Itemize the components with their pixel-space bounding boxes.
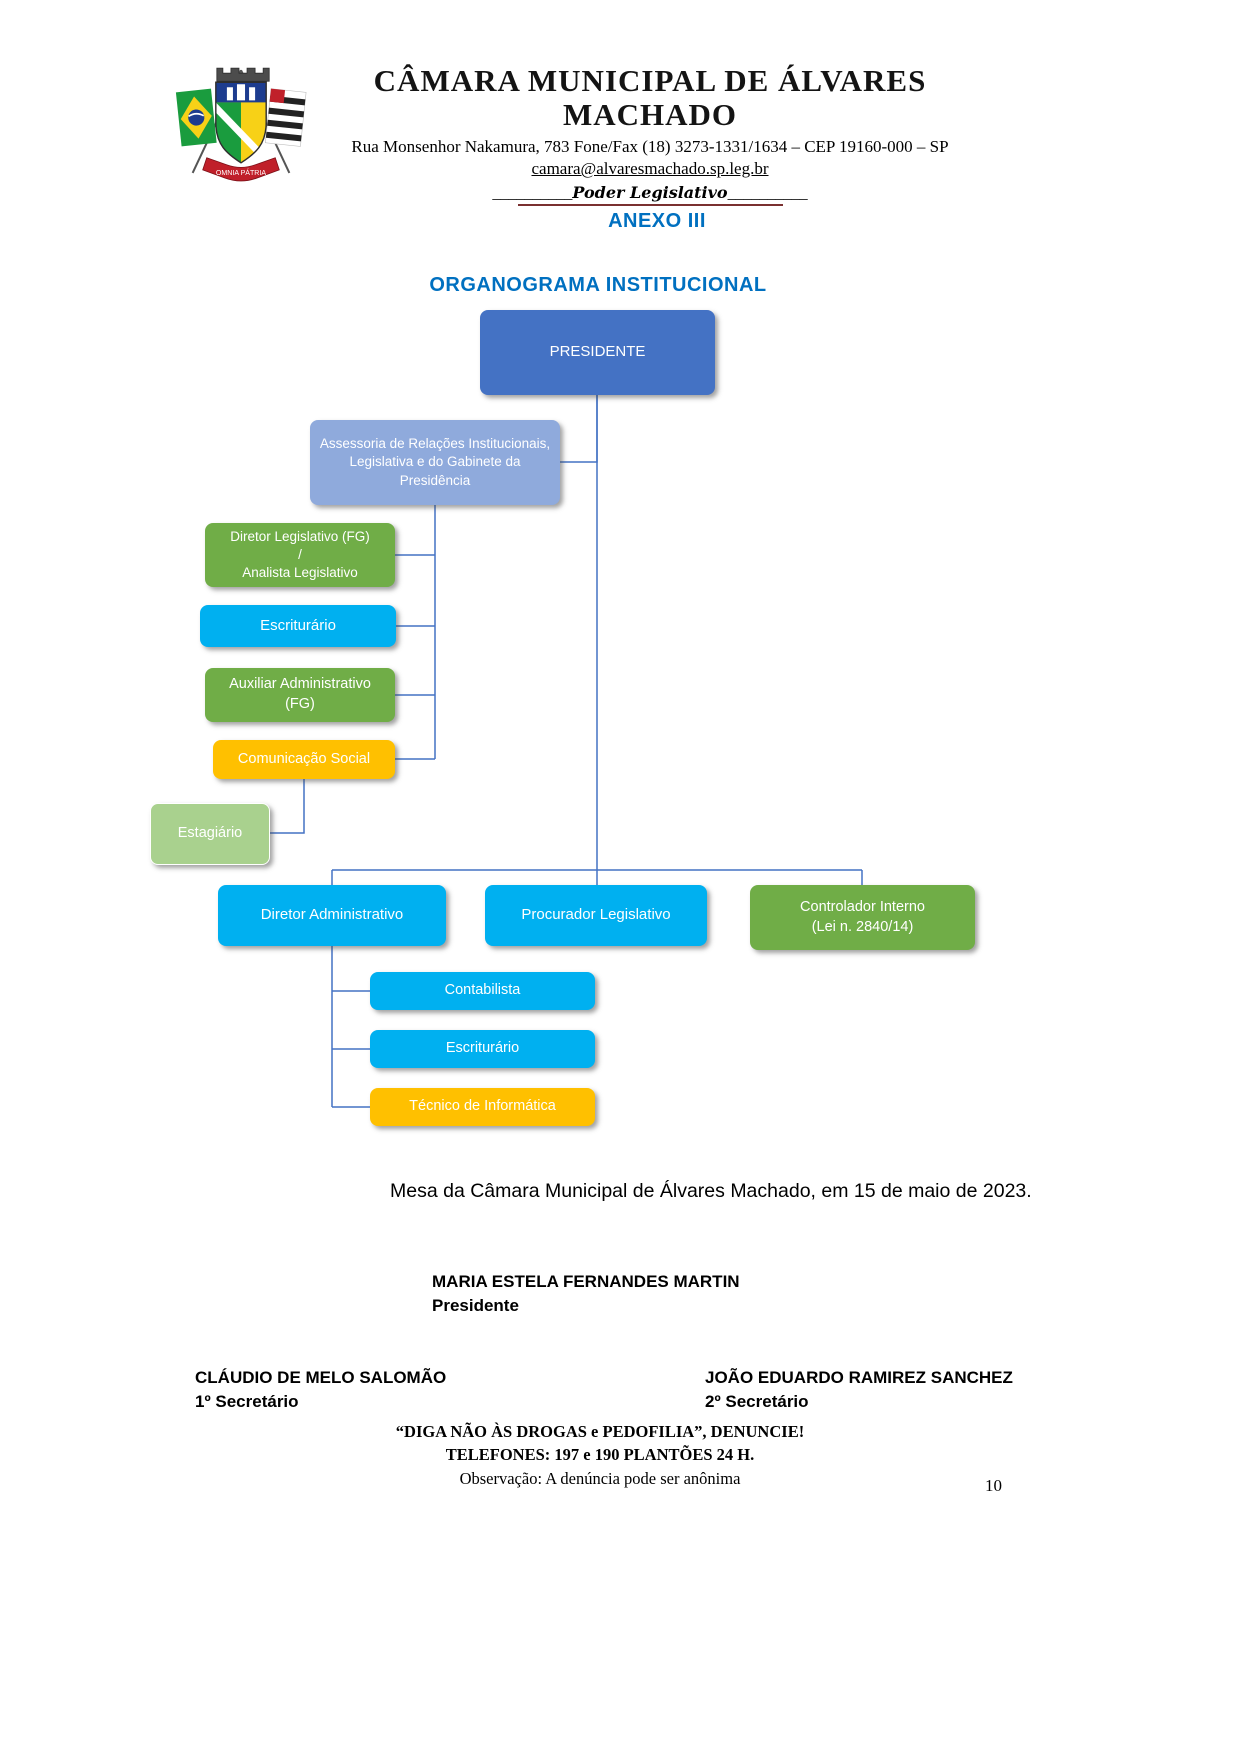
signature-first-secretary-role: 1º Secretário	[195, 1391, 299, 1411]
motto-text: Poder Legislativo	[572, 183, 728, 203]
org-node-escriturario-2: Escriturário	[370, 1030, 595, 1068]
signature-second-secretary-role: 2º Secretário	[705, 1391, 809, 1411]
org-node-contabilista: Contabilista	[370, 972, 595, 1010]
footer-line-2: TELEFONES: 197 e 190 PLANTÕES 24 H.	[445, 1445, 755, 1465]
org-node-estagiario: Estagiário	[150, 803, 270, 865]
org-chart: PRESIDENTE Assessoria de Relações Instit…	[0, 300, 1240, 1180]
org-node-escriturario-1: Escriturário	[200, 605, 396, 647]
org-node-assessoria: Assessoria de Relações Institucionais, L…	[310, 420, 560, 505]
org-node-diretor-administrativo: Diretor Administrativo	[218, 885, 446, 946]
signature-first-secretary-name: CLÁUDIO DE MELO SALOMÃO	[195, 1368, 447, 1387]
coat-of-arms-graphic: OMNIA PÁTRIA	[175, 67, 307, 182]
org-connector-lines	[270, 395, 863, 1108]
footer-line-1: “DIGA NÃO ÀS DROGAS e PEDOFILIA”, DENUNC…	[395, 1422, 805, 1441]
signature-president: MARIA ESTELA FERNANDES MARTIN Presidente	[432, 1270, 740, 1318]
header-divider	[517, 204, 783, 207]
signature-second-secretary-name: JOÃO EDUARDO RAMIREZ SANCHEZ	[705, 1368, 1013, 1387]
letterhead-text: CÂMARA MUNICIPAL DE ÁLVARES MACHADO Rua …	[315, 63, 985, 207]
annex-title: ANEXO III	[608, 210, 706, 232]
org-node-comunicacao-social: Comunicação Social	[213, 740, 395, 779]
org-node-procurador-legislativo: Procurador Legislativo	[485, 885, 707, 946]
right-flag	[265, 88, 307, 147]
page-footer: “DIGA NÃO ÀS DROGAS e PEDOFILIA”, DENUNC…	[0, 1420, 1200, 1490]
orgchart-title: ORGANOGRAMA INSTITUCIONAL	[429, 274, 767, 296]
org-node-diretor-legislativo: Diretor Legislativo (FG) / Analista Legi…	[205, 523, 395, 587]
signature-first-secretary: CLÁUDIO DE MELO SALOMÃO 1º Secretário	[195, 1366, 446, 1414]
signature-president-name: MARIA ESTELA FERNANDES MARTIN	[432, 1272, 740, 1291]
motto-row: __________Poder Legislativo__________	[315, 183, 985, 203]
coat-of-arms: OMNIA PÁTRIA	[170, 50, 312, 186]
organization-address: Rua Monsenhor Nakamura, 783 Fone/Fax (18…	[351, 137, 949, 157]
signature-second-secretary: JOÃO EDUARDO RAMIREZ SANCHEZ 2º Secretár…	[705, 1366, 1013, 1414]
footer-line-3: Observação: A denúncia pode ser anônima	[459, 1468, 741, 1488]
closing-line: Mesa da Câmara Municipal de Álvares Mach…	[390, 1180, 1032, 1202]
org-node-controlador-interno: Controlador Interno (Lei n. 2840/14)	[750, 885, 975, 950]
page-number: 10	[985, 1476, 1002, 1495]
crest-motto: OMNIA PÁTRIA	[216, 168, 266, 177]
organization-email-link[interactable]: camara@alvaresmachado.sp.leg.br	[531, 159, 769, 179]
motto-suffix: __________	[727, 185, 808, 203]
signature-president-role: Presidente	[432, 1295, 519, 1315]
org-node-auxiliar-administrativo: Auxiliar Administrativo (FG)	[205, 668, 395, 722]
org-node-tecnico-informatica: Técnico de Informática	[370, 1088, 595, 1126]
motto-prefix: __________	[492, 185, 573, 203]
org-node-presidente: PRESIDENTE	[480, 310, 715, 395]
left-flag	[175, 88, 217, 147]
organization-title: CÂMARA MUNICIPAL DE ÁLVARES MACHADO	[373, 63, 927, 133]
